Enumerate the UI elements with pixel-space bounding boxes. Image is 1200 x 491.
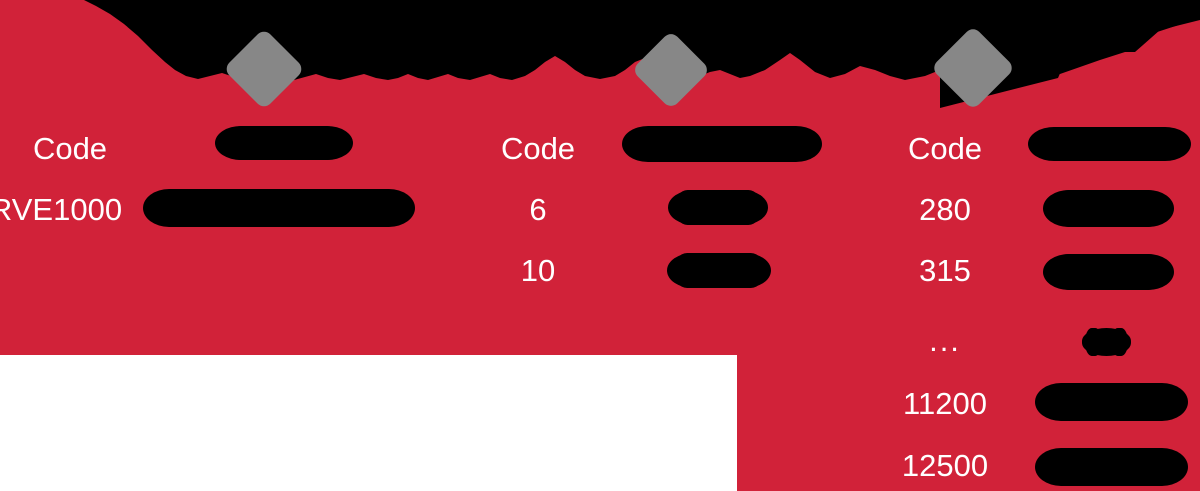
column-3-row-4-code: 12500	[901, 448, 989, 483]
column-2-row-0-code: 6	[529, 192, 547, 227]
column-1-row-0-redaction	[143, 189, 415, 227]
column-2-row-0-redaction	[668, 190, 768, 225]
column-3-row-4-redaction	[1035, 448, 1188, 486]
column-3-row-3-redaction	[1035, 383, 1188, 421]
column-1-code-header: Code	[32, 131, 108, 166]
column-3-row-2-code: ...	[929, 323, 961, 358]
column-1-row-0-code: RVE1000	[0, 192, 123, 227]
column-2-code-header: Code	[500, 131, 576, 166]
column-3-header-redaction	[1028, 127, 1191, 161]
column-3-row-1-code: 315	[919, 253, 971, 288]
column-3-code-header: Code	[907, 131, 983, 166]
column-2-header-redaction	[622, 126, 822, 162]
column-2-row-1-code: 10	[520, 253, 556, 288]
column-3-row-1-redaction	[1043, 254, 1174, 290]
column-3-row-0-code: 280	[919, 192, 971, 227]
column-3-row-2-redaction	[1082, 328, 1131, 356]
column-2-row-1-redaction	[667, 253, 771, 288]
column-1-header-redaction	[215, 126, 353, 160]
column-3-row-3-code: 11200	[903, 386, 987, 421]
column-3-row-0-redaction	[1043, 190, 1174, 227]
